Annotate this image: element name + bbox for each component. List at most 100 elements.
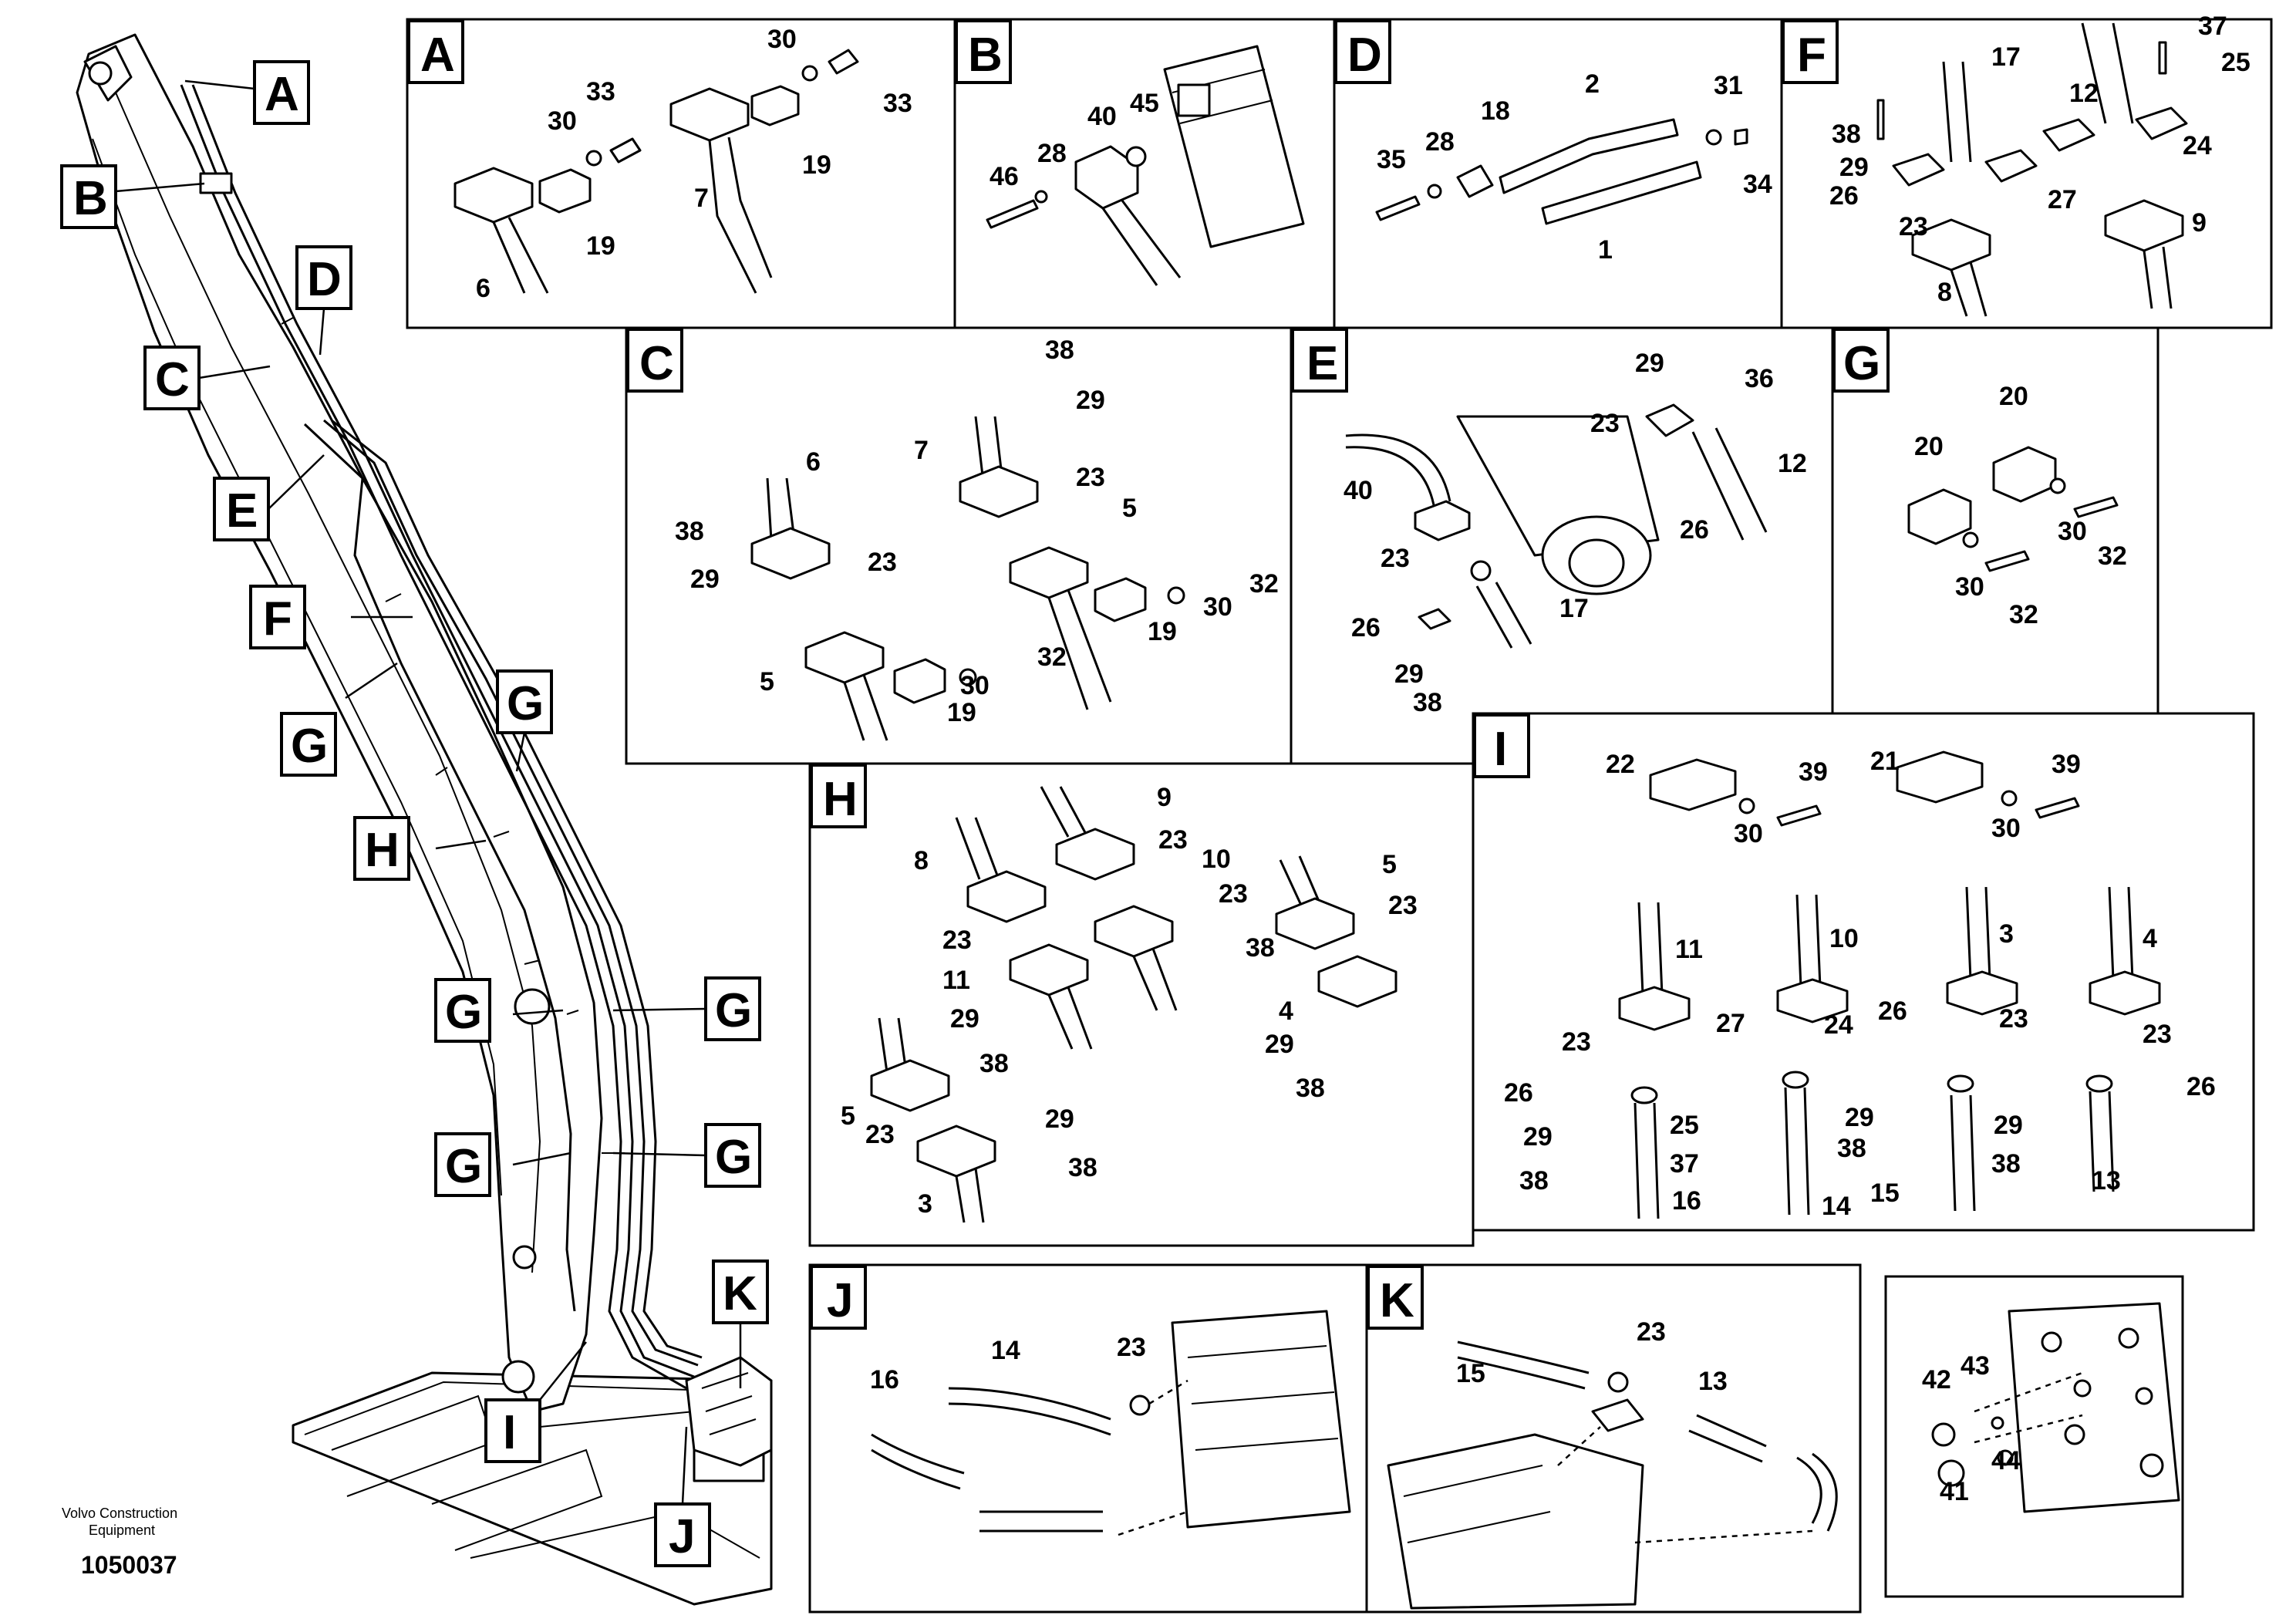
part-number-i-14: 23 <box>1999 1004 2028 1034</box>
part-number-j-1: 23 <box>1117 1333 1146 1362</box>
callout-d: D <box>307 253 342 306</box>
part-number-f-0: 37 <box>2198 12 2227 41</box>
part-number-i-11: 27 <box>1716 1009 1745 1038</box>
callout-a: A <box>265 68 299 121</box>
callout-g-5: G <box>445 1140 482 1193</box>
panel-h-frame <box>808 762 1475 1247</box>
part-number-h-3: 10 <box>1202 845 1231 874</box>
panel-i-illustration <box>1618 750 2161 1219</box>
part-number-f-5: 24 <box>2183 131 2212 160</box>
part-number-detail-0: 42 <box>1922 1365 1951 1394</box>
part-number-c-13: 30 <box>960 671 990 700</box>
part-number-b-1: 45 <box>1130 89 1159 118</box>
part-number-i-4: 30 <box>1734 819 1763 848</box>
part-number-h-16: 5 <box>841 1101 855 1131</box>
part-number-d-1: 2 <box>1585 69 1600 99</box>
part-number-i-26: 16 <box>1672 1186 1701 1216</box>
part-number-i-16: 26 <box>1504 1078 1533 1108</box>
part-number-e-4: 40 <box>1344 476 1373 505</box>
callout-c: C <box>155 353 190 406</box>
part-number-c-14: 5 <box>760 667 774 696</box>
panel-d-frame <box>1333 18 1783 329</box>
brand-line-2: Equipment <box>89 1523 155 1538</box>
part-number-i-9: 4 <box>2143 924 2157 953</box>
part-number-d-4: 35 <box>1377 145 1406 174</box>
panel-f-illustration <box>1876 22 2188 317</box>
part-number-c-10: 30 <box>1203 592 1232 622</box>
part-number-i-2: 39 <box>1799 757 1828 787</box>
panel-g-illustration <box>1907 446 2119 572</box>
part-number-i-1: 21 <box>1870 747 1900 776</box>
part-number-e-10: 38 <box>1413 688 1442 717</box>
part-number-e-9: 29 <box>1394 659 1424 689</box>
part-number-a-5: 7 <box>694 184 709 213</box>
part-number-h-5: 23 <box>1219 879 1248 909</box>
panel-a-illustration <box>453 49 859 294</box>
part-number-a-2: 30 <box>767 25 797 54</box>
part-number-detail-3: 44 <box>1991 1446 2021 1475</box>
part-number-i-15: 23 <box>2143 1020 2172 1049</box>
boom-callouts: A B C D E F G G G G G G H I K J <box>60 60 769 1567</box>
panel-tag-k: K <box>1380 1274 1414 1327</box>
part-number-e-1: 36 <box>1745 364 1774 393</box>
part-number-i-20: 25 <box>1670 1111 1699 1140</box>
panel-tag-i: I <box>1494 723 1507 776</box>
part-number-h-2: 23 <box>1158 825 1188 855</box>
callout-j: J <box>669 1510 695 1563</box>
part-number-e-2: 23 <box>1590 409 1620 438</box>
panel-j-illustration <box>871 1310 1351 1536</box>
callout-h: H <box>365 824 400 877</box>
callout-k: K <box>723 1267 757 1320</box>
part-number-c-7: 29 <box>690 565 720 594</box>
part-number-j-2: 16 <box>870 1365 899 1394</box>
part-number-a-0: 33 <box>586 77 615 106</box>
panel-letter-tags: A B D F C E G H I J K <box>407 19 1890 1330</box>
part-number-f-10: 9 <box>2192 208 2207 238</box>
part-number-c-12: 32 <box>1037 642 1067 672</box>
part-number-d-5: 34 <box>1743 170 1772 199</box>
part-number-i-27: 14 <box>1822 1192 1851 1221</box>
part-number-f-3: 12 <box>2069 79 2099 108</box>
part-number-c-0: 38 <box>1045 336 1074 365</box>
panel-d-illustration <box>1375 118 1748 225</box>
panel-c-illustration <box>750 416 1185 741</box>
part-number-c-8: 23 <box>868 548 897 577</box>
part-number-h-9: 11 <box>942 966 970 995</box>
part-number-d-3: 28 <box>1425 127 1455 157</box>
part-number-i-29: 13 <box>2092 1166 2121 1195</box>
part-number-d-2: 31 <box>1714 71 1743 100</box>
part-number-f-9: 23 <box>1899 212 1928 241</box>
panel-tag-e: E <box>1306 337 1338 390</box>
part-number-a-3: 33 <box>883 89 912 118</box>
part-number-a-7: 6 <box>476 274 491 303</box>
part-number-i-17: 26 <box>2186 1072 2216 1101</box>
part-number-f-7: 26 <box>1829 181 1859 211</box>
part-number-h-15: 29 <box>1045 1104 1074 1134</box>
part-number-f-4: 38 <box>1832 120 1861 149</box>
part-number-i-6: 11 <box>1675 935 1703 964</box>
part-number-f-1: 17 <box>1991 42 2021 72</box>
part-number-h-10: 4 <box>1279 996 1293 1026</box>
part-number-e-6: 23 <box>1381 544 1410 573</box>
panel-tag-h: H <box>823 773 858 826</box>
part-number-f-11: 8 <box>1937 278 1952 307</box>
part-number-h-18: 38 <box>1068 1153 1097 1182</box>
part-number-i-8: 3 <box>1999 919 2014 949</box>
part-number-k-1: 15 <box>1456 1359 1485 1388</box>
part-number-h-19: 3 <box>918 1189 932 1219</box>
panel-tag-d: D <box>1347 29 1382 82</box>
panel-f-frame <box>1780 18 2273 329</box>
part-number-h-0: 9 <box>1157 783 1172 812</box>
panel-tag-c: C <box>639 337 674 390</box>
part-number-i-5: 30 <box>1991 814 2021 843</box>
panel-tag-f: F <box>1797 29 1826 82</box>
part-number-i-23: 37 <box>1670 1149 1699 1179</box>
panel-h-illustration <box>870 786 1397 1223</box>
part-number-i-3: 39 <box>2052 750 2081 779</box>
part-number-g-1: 20 <box>1914 432 1944 461</box>
part-number-a-6: 19 <box>802 150 831 180</box>
part-number-c-6: 38 <box>675 517 704 546</box>
part-number-i-22: 38 <box>1837 1134 1866 1163</box>
part-number-g-3: 32 <box>2098 541 2127 571</box>
